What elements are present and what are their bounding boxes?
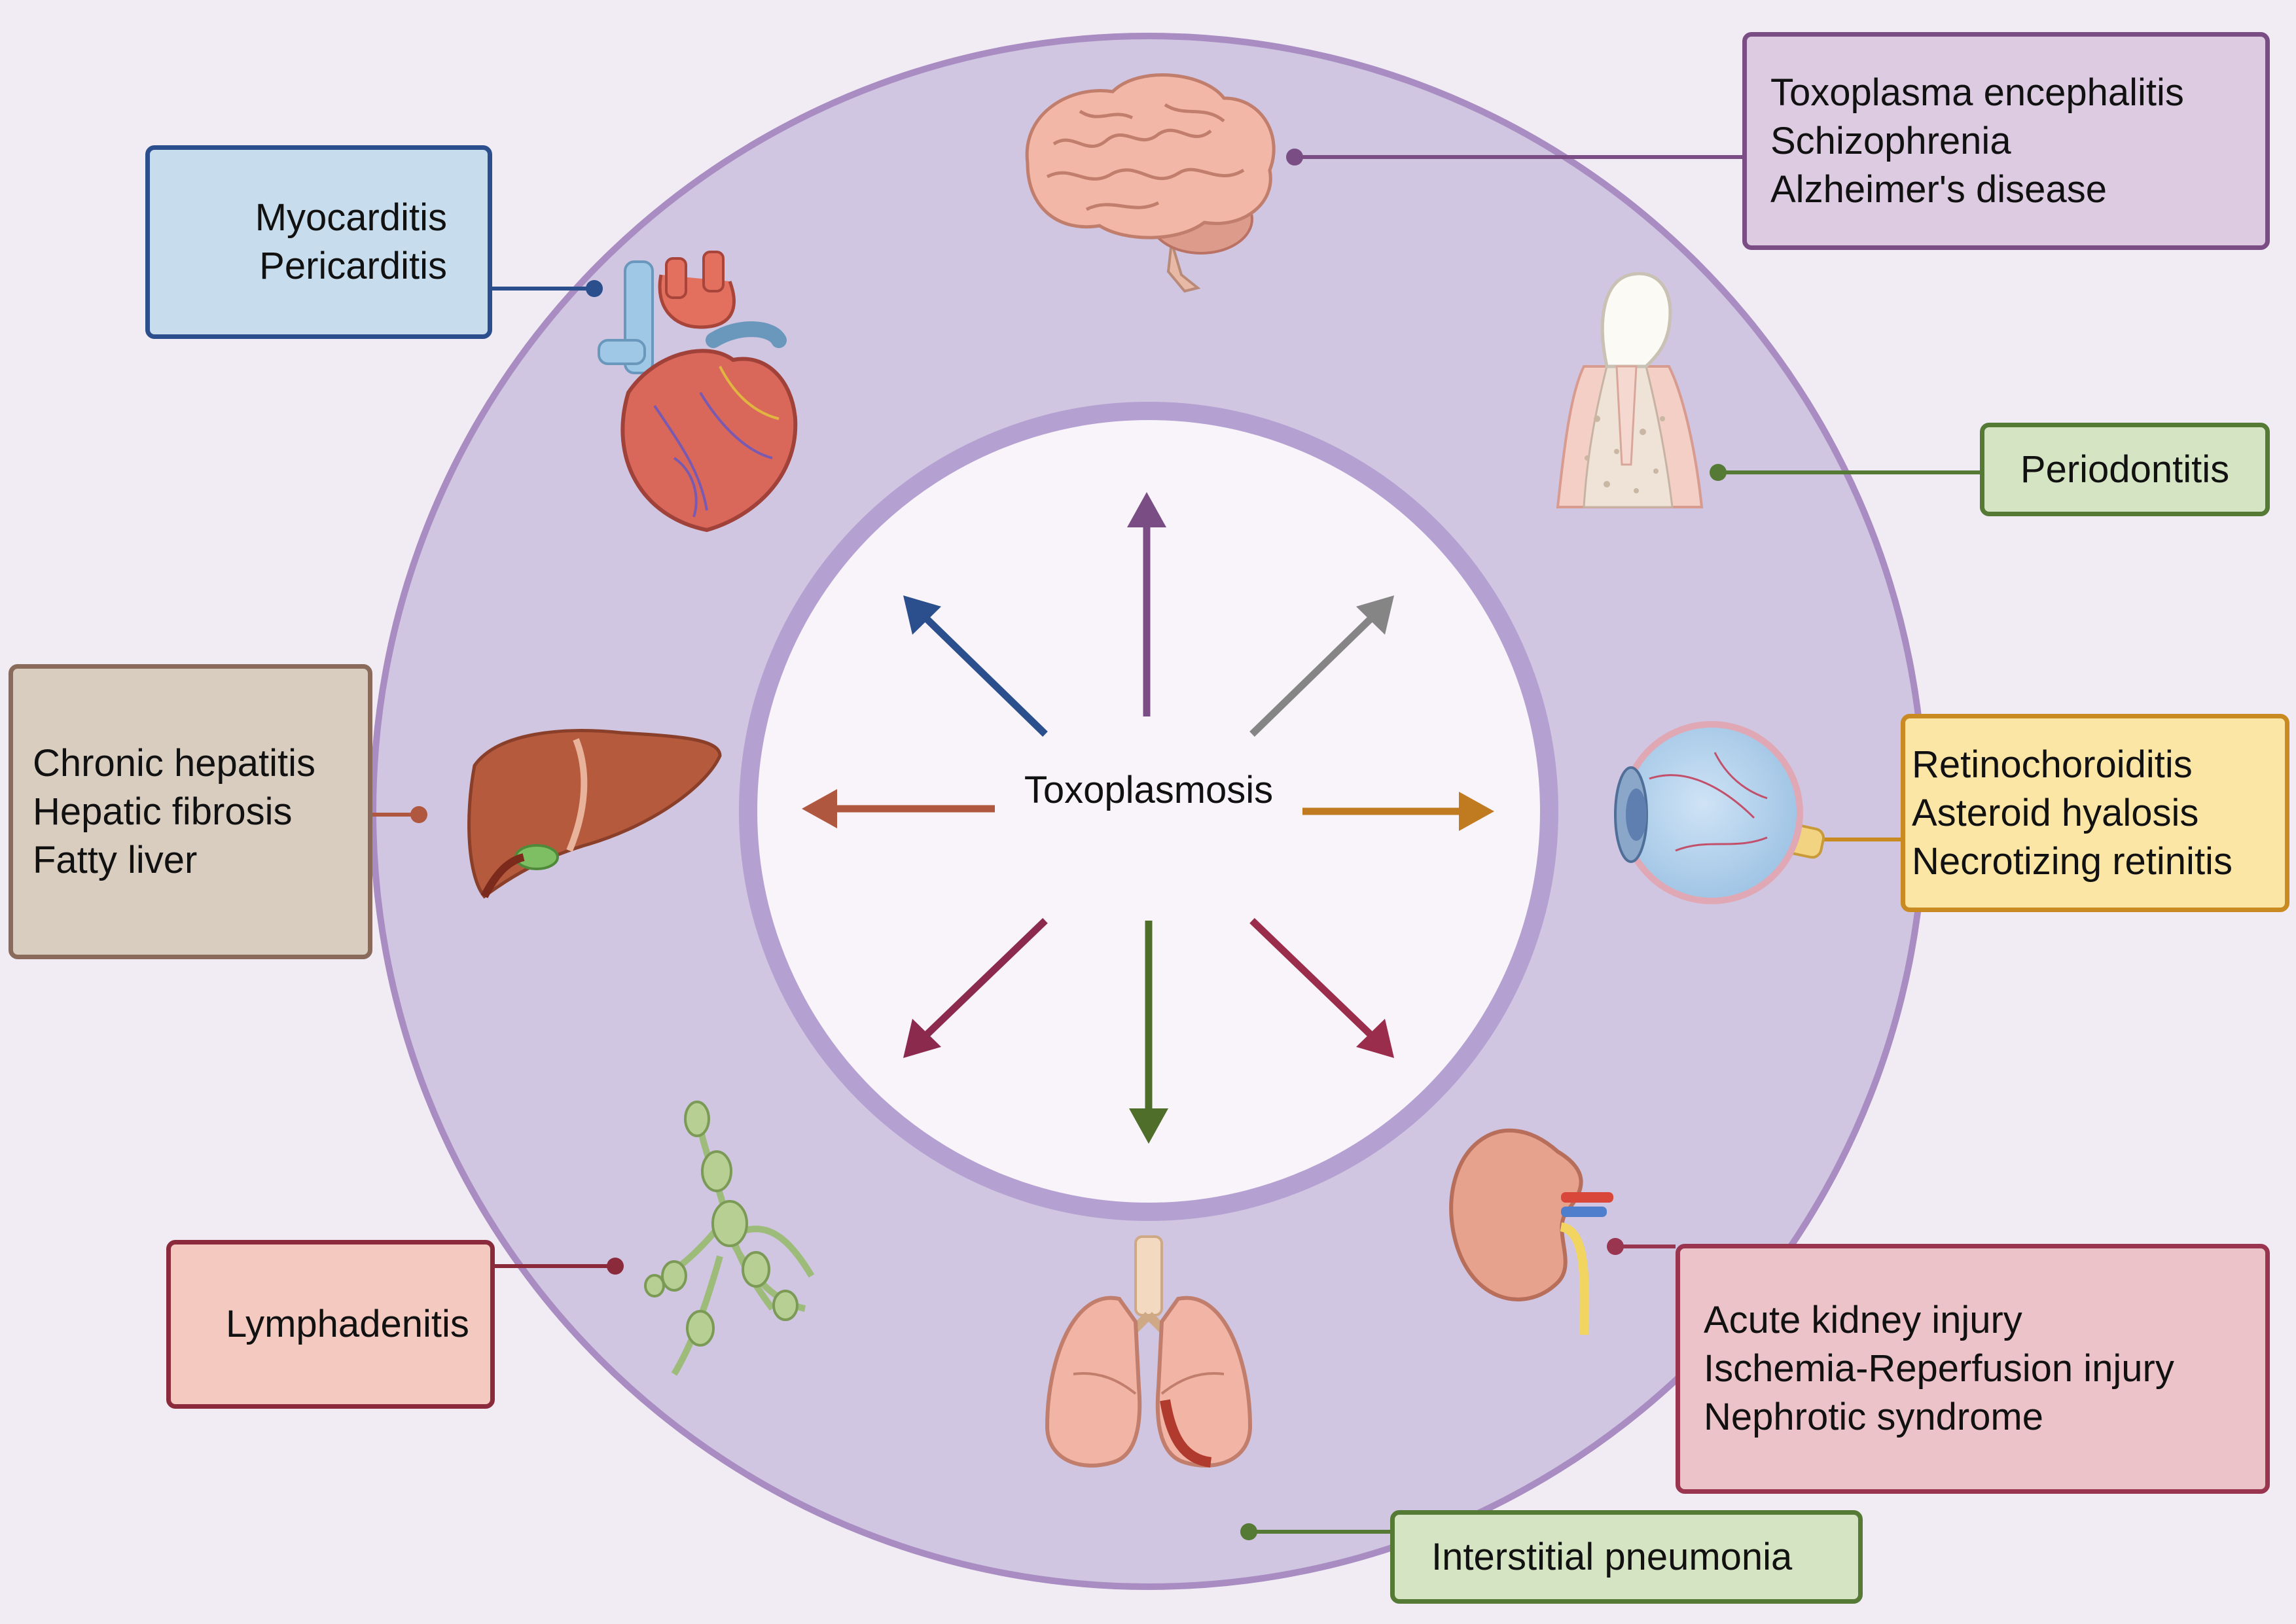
heart-icon (598, 251, 798, 533)
liver-box-line-3: Fatty liver (33, 838, 198, 881)
lymph-box-line-1: Lymphadenitis (226, 1303, 469, 1345)
lungs-icon (1045, 1235, 1253, 1468)
eye-icon (1614, 721, 1825, 904)
brain-box-line-3: Alzheimer's disease (1770, 168, 2107, 211)
lung-box-line-1: Interstitial pneumonia (1431, 1535, 1793, 1578)
kidney-box: Acute kidney injury Ischemia-Reperfusion… (1676, 1244, 2270, 1494)
brain-box-line-2: Schizophrenia (1770, 119, 2011, 162)
kidney-box-line-3: Nephrotic syndrome (1704, 1396, 2043, 1438)
brain-icon (1025, 73, 1276, 293)
connector-dot-brain (1286, 149, 1303, 166)
eye-box-line-3: Necrotizing retinitis (1912, 839, 2233, 883)
connectors (370, 149, 1980, 1540)
arrow-left (802, 789, 1025, 828)
connector-dot-tooth (1710, 464, 1727, 481)
kidney-box-line-2: Ischemia-Reperfusion injury (1704, 1347, 2174, 1390)
liver-box: Chronic hepatitis Hepatic fibrosis Fatty… (9, 664, 372, 959)
heart-box-line-1: Myocarditis (255, 196, 447, 239)
heart-box-line-2: Pericarditis (259, 245, 447, 287)
arrow-up (1127, 492, 1166, 716)
brain-box: Toxoplasma encephalitis Schizophrenia Al… (1742, 32, 2270, 250)
arrow-right (1272, 792, 1494, 831)
arrows (802, 492, 1494, 1144)
eye-box: Retinochoroiditis Asteroid hyalosis Necr… (1901, 714, 2289, 912)
arrow-down (1129, 921, 1168, 1144)
tooth-box-line-1: Periodontitis (2020, 448, 2230, 491)
eye-box-line-1: Retinochoroiditis (1912, 743, 2193, 786)
liver-box-line-2: Hepatic fibrosis (33, 790, 293, 833)
liver-icon (467, 729, 722, 899)
lymph-box: Lymphadenitis (166, 1240, 495, 1409)
kidney-icon (1449, 1128, 1613, 1335)
kidney-box-line-1: Acute kidney injury (1704, 1299, 2022, 1341)
lung-box: Interstitial pneumonia (1390, 1510, 1863, 1604)
connector-dot-liver (410, 806, 427, 823)
tooth-icon (1556, 272, 1704, 508)
connector-dot-heart (586, 280, 603, 297)
center-label: Toxoplasmosis (995, 764, 1302, 817)
eye-box-line-2: Asteroid hyalosis (1912, 791, 2199, 834)
connector-dot-kidney (1607, 1238, 1624, 1255)
brain-box-line-1: Toxoplasma encephalitis (1770, 71, 2184, 114)
arrow-down-right (1249, 918, 1394, 1058)
arrow-up-right (1249, 595, 1394, 737)
arrow-down-left (903, 918, 1048, 1058)
tooth-box: Periodontitis (1980, 423, 2270, 516)
arrow-up-left (903, 595, 1048, 737)
heart-box: Myocarditis Pericarditis (145, 145, 492, 339)
connector-dot-lung (1240, 1523, 1257, 1540)
connector-dot-lymph (607, 1258, 624, 1275)
liver-box-line-1: Chronic hepatitis (33, 741, 315, 785)
lymph-node-icon (644, 1101, 815, 1376)
